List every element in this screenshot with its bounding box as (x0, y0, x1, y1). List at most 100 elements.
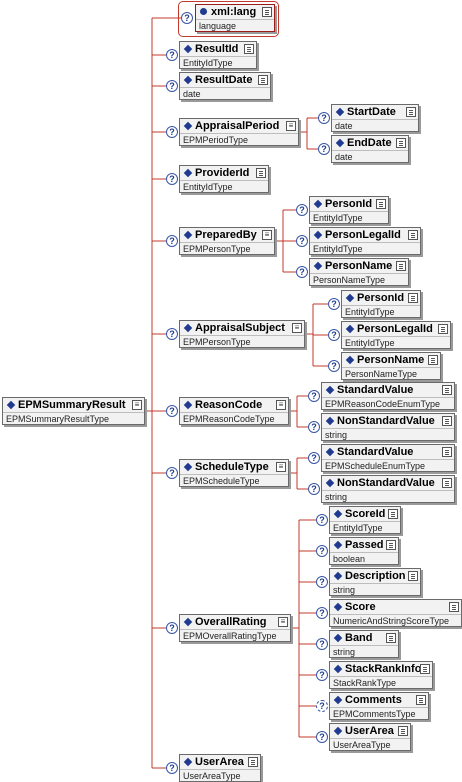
optional-icon: ? (316, 669, 328, 681)
element-name: PersonName (342, 353, 440, 367)
element-name: ResultDate (180, 73, 270, 87)
documentation-icon (386, 540, 396, 550)
element-type: boolean (330, 552, 398, 565)
documentation-icon (420, 664, 430, 674)
element-name: PersonId (310, 197, 388, 211)
documentation-icon (416, 695, 426, 705)
optional-icon: ? (308, 421, 320, 433)
documentation-icon (386, 633, 396, 643)
element-name: ResultId (180, 42, 256, 56)
documentation-icon (408, 293, 418, 303)
documentation-icon (442, 385, 452, 395)
element-type: EntityIdType (342, 336, 450, 349)
optional-icon: ? (166, 328, 178, 340)
root-element[interactable]: EPMSummaryResult EPMSummaryResultType ≡ (2, 397, 145, 425)
element-name: ScoreId (330, 507, 400, 521)
element-name: ScheduleType (180, 460, 288, 474)
element-name: StandardValue (322, 445, 454, 459)
element-type: EntityIdType (180, 56, 256, 69)
element-type: string (322, 428, 454, 441)
optional-icon: ? (328, 329, 340, 341)
element-type: PersonNameType (310, 273, 408, 286)
element-type: EPMOverallRatingType (180, 629, 290, 642)
sequence-icon: ≡ (286, 121, 296, 131)
element-name: OverallRating (180, 615, 290, 629)
element-name: NonStandardValue (322, 476, 454, 490)
element-name: PreparedBy (180, 228, 274, 242)
element-name: PersonName (310, 259, 408, 273)
element-name: PersonId (342, 291, 420, 305)
element-type: string (330, 645, 398, 658)
documentation-icon (388, 509, 398, 519)
optional-icon: ? (318, 112, 330, 124)
optional-icon: ? (166, 80, 178, 92)
optional-icon: ? (316, 545, 328, 557)
documentation-icon (396, 138, 406, 148)
element-type: EntityIdType (330, 521, 400, 534)
sequence-icon: ≡ (276, 400, 286, 410)
documentation-icon (262, 7, 272, 17)
element-type: UserAreaType (180, 769, 260, 782)
optional-icon: ? (316, 576, 328, 588)
element-type: EPMCommentsType (330, 707, 428, 720)
documentation-icon (406, 107, 416, 117)
attribute-name: xml:lang (196, 5, 274, 19)
documentation-icon (442, 447, 452, 457)
optional-icon: ? (166, 467, 178, 479)
optional-icon: ? (316, 514, 328, 526)
optional-icon: ? (166, 49, 178, 61)
documentation-icon (428, 355, 438, 365)
optional-icon: ? (318, 143, 330, 155)
optional-icon: ? (296, 235, 308, 247)
optional-icon: ? (166, 405, 178, 417)
element-type: date (332, 150, 408, 163)
element-type: UserAreaType (330, 738, 410, 751)
optional-icon: ? (296, 266, 308, 278)
element-name: Comments (330, 693, 428, 707)
element-type: EPMPersonType (180, 242, 274, 255)
sequence-icon: ≡ (278, 617, 288, 627)
optional-repeat-icon: ? (316, 700, 328, 712)
element-name: AppraisalSubject (180, 321, 304, 335)
documentation-icon (449, 602, 459, 612)
element-name: PersonLegalId (310, 228, 420, 242)
attribute-type: language (196, 19, 274, 32)
root-type: EPMSummaryResultType (3, 412, 144, 425)
optional-icon: ? (166, 622, 178, 634)
element-type: EntityIdType (310, 211, 388, 224)
optional-icon: ? (316, 638, 328, 650)
attribute-xml-lang[interactable]: xml:lang language (195, 4, 275, 32)
element-type: EPMPersonType (180, 335, 304, 348)
